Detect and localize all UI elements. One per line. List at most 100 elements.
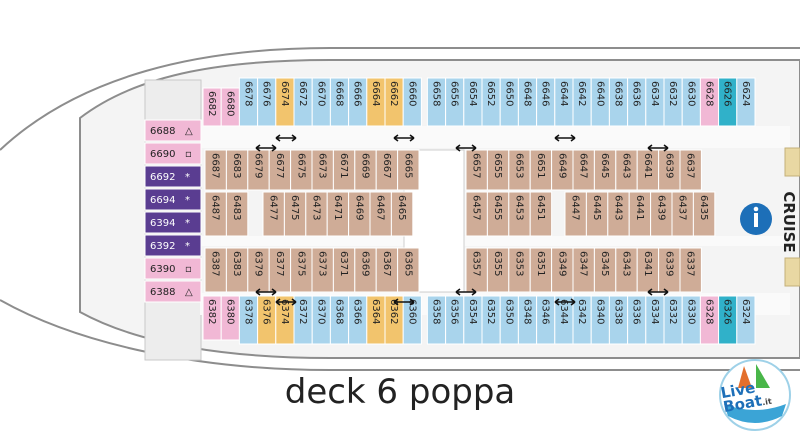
- cabin-6651[interactable]: 6651: [529, 149, 553, 191]
- cabin-6372[interactable]: 6372: [293, 295, 313, 345]
- cabin-6648[interactable]: 6648: [517, 77, 538, 127]
- cabin-6662[interactable]: 6662: [384, 77, 404, 127]
- cabin-6371[interactable]: 6371: [332, 247, 356, 293]
- cabin-6668[interactable]: 6668: [329, 77, 350, 127]
- cabin-6445[interactable]: 6445: [585, 191, 609, 237]
- cabin-6694[interactable]: 6694*: [144, 188, 202, 211]
- cabin-6634[interactable]: 6634: [645, 77, 665, 127]
- cabin-6642[interactable]: 6642: [572, 77, 592, 127]
- cabin-6483[interactable]: 6483: [225, 191, 249, 237]
- cabin-6638[interactable]: 6638: [608, 77, 629, 127]
- cabin-6379[interactable]: 6379: [247, 247, 270, 293]
- cabin-6674[interactable]: 6674: [275, 77, 295, 127]
- cabin-6351[interactable]: 6351: [529, 247, 553, 293]
- cabin-6676[interactable]: 6676: [257, 77, 277, 127]
- cabin-6451[interactable]: 6451: [529, 191, 553, 237]
- cabin-6664[interactable]: 6664: [366, 77, 386, 127]
- cabin-6365[interactable]: 6365: [397, 247, 420, 293]
- cabin-6692[interactable]: 6692*: [144, 165, 202, 188]
- cabin-6640[interactable]: 6640: [590, 77, 610, 127]
- cabin-6326[interactable]: 6326: [718, 295, 738, 345]
- cabin-6357[interactable]: 6357: [465, 247, 488, 293]
- cabin-6683[interactable]: 6683: [225, 149, 249, 191]
- cabin-6656[interactable]: 6656: [445, 77, 465, 127]
- cabin-6654[interactable]: 6654: [463, 77, 483, 127]
- cabin-6667[interactable]: 6667: [375, 149, 399, 191]
- cabin-6352[interactable]: 6352: [481, 295, 501, 345]
- cabin-6630[interactable]: 6630: [681, 77, 701, 127]
- cabin-6447[interactable]: 6447: [564, 191, 587, 237]
- cabin-6328[interactable]: 6328: [699, 295, 720, 345]
- cabin-6626[interactable]: 6626: [718, 77, 738, 127]
- cabin-6652[interactable]: 6652: [481, 77, 501, 127]
- cabin-6677[interactable]: 6677: [268, 149, 292, 191]
- cabin-6632[interactable]: 6632: [663, 77, 683, 127]
- cabin-6653[interactable]: 6653: [508, 149, 531, 191]
- cabin-6324[interactable]: 6324: [736, 295, 756, 345]
- cabin-6388[interactable]: 6388△: [144, 280, 202, 303]
- cabin-6660[interactable]: 6660: [402, 77, 422, 127]
- cabin-6366[interactable]: 6366: [348, 295, 368, 345]
- cabin-6487[interactable]: 6487: [204, 191, 227, 237]
- cabin-6334[interactable]: 6334: [645, 295, 665, 345]
- cabin-6360[interactable]: 6360: [402, 295, 422, 345]
- cabin-6340[interactable]: 6340: [590, 295, 610, 345]
- cabin-6650[interactable]: 6650: [499, 77, 519, 127]
- cabin-6339[interactable]: 6339: [658, 247, 681, 293]
- cabin-6690[interactable]: 6690▫: [144, 142, 202, 165]
- cabin-6348[interactable]: 6348: [517, 295, 538, 345]
- cabin-6387[interactable]: 6387: [204, 247, 227, 293]
- cabin-6382[interactable]: 6382: [202, 295, 222, 341]
- cabin-6345[interactable]: 6345: [593, 247, 617, 293]
- cabin-6675[interactable]: 6675: [290, 149, 313, 191]
- cabin-6347[interactable]: 6347: [572, 247, 595, 293]
- cabin-6457[interactable]: 6457: [465, 191, 488, 237]
- cabin-6392[interactable]: 6392*: [144, 234, 202, 257]
- cabin-6673[interactable]: 6673: [311, 149, 334, 191]
- cabin-6649[interactable]: 6649: [551, 149, 574, 191]
- cabin-6680[interactable]: 6680: [220, 87, 240, 127]
- cabin-6383[interactable]: 6383: [225, 247, 249, 293]
- cabin-6665[interactable]: 6665: [397, 149, 420, 191]
- cabin-6373[interactable]: 6373: [311, 247, 334, 293]
- cabin-6657[interactable]: 6657: [465, 149, 488, 191]
- cabin-6473[interactable]: 6473: [305, 191, 328, 237]
- cabin-6471[interactable]: 6471: [326, 191, 350, 237]
- cabin-6378[interactable]: 6378: [238, 295, 259, 345]
- cabin-6354[interactable]: 6354: [463, 295, 483, 345]
- cabin-6364[interactable]: 6364: [366, 295, 386, 345]
- cabin-6338[interactable]: 6338: [608, 295, 629, 345]
- cabin-6645[interactable]: 6645: [593, 149, 617, 191]
- cabin-6455[interactable]: 6455: [486, 191, 510, 237]
- cabin-6682[interactable]: 6682: [202, 87, 222, 127]
- cabin-6639[interactable]: 6639: [658, 149, 681, 191]
- cabin-6644[interactable]: 6644: [554, 77, 574, 127]
- cabin-6469[interactable]: 6469: [348, 191, 371, 237]
- cabin-6394[interactable]: 6394*: [144, 211, 202, 234]
- cabin-6453[interactable]: 6453: [508, 191, 531, 237]
- cabin-6370[interactable]: 6370: [311, 295, 331, 345]
- cabin-6439[interactable]: 6439: [650, 191, 673, 237]
- cabin-6655[interactable]: 6655: [486, 149, 510, 191]
- cabin-6437[interactable]: 6437: [671, 191, 694, 237]
- cabin-6679[interactable]: 6679: [247, 149, 270, 191]
- cabin-6369[interactable]: 6369: [354, 247, 377, 293]
- cabin-6358[interactable]: 6358: [426, 295, 447, 345]
- cabin-6356[interactable]: 6356: [445, 295, 465, 345]
- cabin-6355[interactable]: 6355: [486, 247, 510, 293]
- cabin-6636[interactable]: 6636: [627, 77, 647, 127]
- cabin-6377[interactable]: 6377: [268, 247, 292, 293]
- cabin-6467[interactable]: 6467: [369, 191, 392, 237]
- cabin-6475[interactable]: 6475: [283, 191, 307, 237]
- cabin-6669[interactable]: 6669: [354, 149, 377, 191]
- cabin-6390[interactable]: 6390▫: [144, 257, 202, 280]
- cabin-6628[interactable]: 6628: [699, 77, 720, 127]
- cabin-6688[interactable]: 6688△: [144, 119, 202, 142]
- cabin-6441[interactable]: 6441: [628, 191, 652, 237]
- cabin-6671[interactable]: 6671: [332, 149, 356, 191]
- cabin-6349[interactable]: 6349: [551, 247, 574, 293]
- cabin-6376[interactable]: 6376: [257, 295, 277, 345]
- cabin-6435[interactable]: 6435: [692, 191, 716, 237]
- cabin-6332[interactable]: 6332: [663, 295, 683, 345]
- cabin-6336[interactable]: 6336: [627, 295, 647, 345]
